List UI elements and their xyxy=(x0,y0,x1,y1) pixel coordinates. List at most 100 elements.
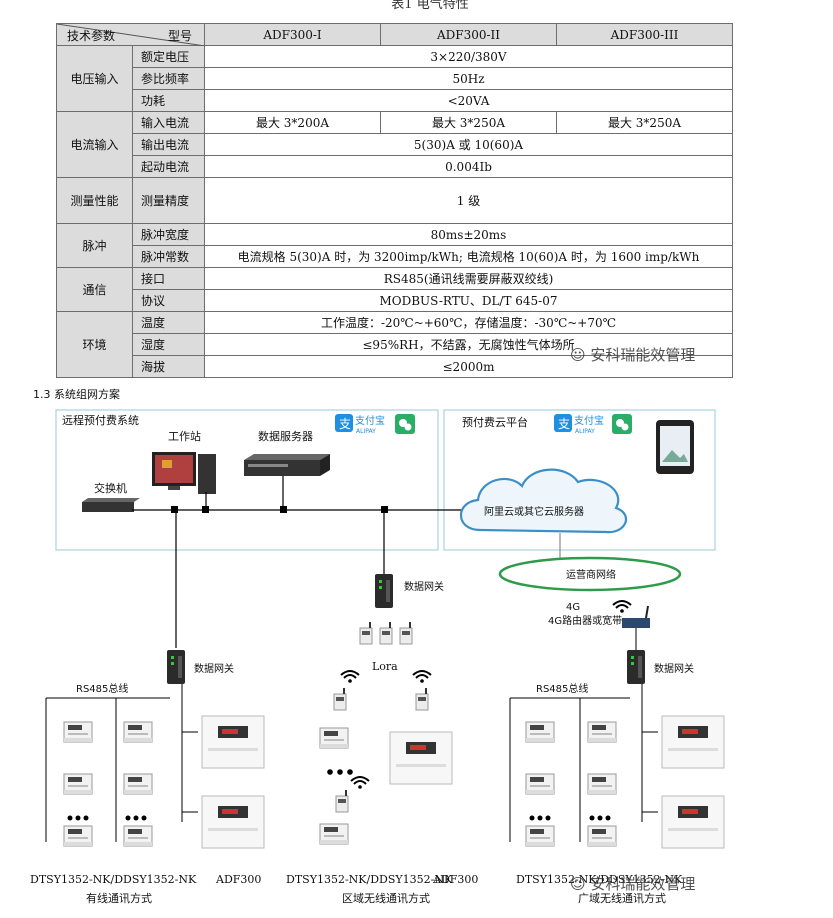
lora-module-icon xyxy=(399,621,413,645)
row-value: 3×220/380V xyxy=(204,45,733,68)
row-value: 80ms±20ms xyxy=(204,223,733,246)
group-env: 环境 xyxy=(56,311,133,378)
alipay-logo-icon-right: 支 支付宝 ALIPAY xyxy=(554,414,604,435)
server-icon xyxy=(244,454,330,476)
wechat-logo-icon: ☺ xyxy=(570,875,591,893)
adf300-meter-icon xyxy=(661,715,725,769)
row-value: <20VA xyxy=(204,89,733,112)
row-label: 湿度 xyxy=(132,333,205,356)
row-value: 电流规格 5(30)A 时，为 3200imp/kWh; 电流规格 10(60)… xyxy=(204,245,733,268)
row-label: 起动电流 xyxy=(132,155,205,178)
wide-meter-group xyxy=(525,721,617,847)
gateway-icon-left xyxy=(167,650,185,684)
operator-network-label: 运营商网络 xyxy=(566,568,616,581)
tablet-icon xyxy=(656,420,694,474)
adf300-meter-icon xyxy=(389,731,453,785)
row-label: 脉冲宽度 xyxy=(132,223,205,246)
switch-label: 交换机 xyxy=(94,481,127,495)
alipay-sub-right: ALIPAY xyxy=(575,428,595,435)
table-row: 参比频率 50Hz xyxy=(57,67,733,90)
cloud-platform-box xyxy=(443,409,716,551)
table-row: 湿度 ≤95%RH，不结露，无腐蚀性气体场所 xyxy=(57,333,733,356)
workstation-label: 工作站 xyxy=(168,429,201,443)
row-label: 温度 xyxy=(132,311,205,334)
table-row: 功耗 <20VA xyxy=(57,89,733,112)
table-row: 电流输入 输入电流 最大 3*200A 最大 3*250A 最大 3*250A xyxy=(56,111,733,178)
row-value: 0.004Ib xyxy=(204,155,733,178)
adf300-meter-icon xyxy=(201,795,265,849)
table-row: 测量性能 测量精度 1 级 xyxy=(56,177,733,224)
group-voltage: 电压输入 xyxy=(56,45,133,112)
wired-mode-label: 有线通讯方式 xyxy=(86,891,152,905)
table-row: 通信 接口 RS485(通讯线需要屏蔽双绞线) xyxy=(56,267,733,312)
adf300-meter-icon xyxy=(201,715,265,769)
wifi-icon xyxy=(340,670,360,684)
group-current: 电流输入 xyxy=(56,111,133,178)
cloud-label: 阿里云或其它云服务器 xyxy=(484,505,584,518)
wireless-meter xyxy=(319,727,349,749)
remote-prepaid-box xyxy=(55,409,439,551)
table-row: 脉冲 脉冲宽度 80ms±20ms xyxy=(56,223,733,268)
row-value: RS485(通讯线需要屏蔽双绞线) xyxy=(204,267,733,290)
meter-models-middle: DTSY1352-NK/DDSY1352-NK xyxy=(286,873,453,886)
lora-module-icon xyxy=(379,621,393,645)
adf300-label-middle: ADF300 xyxy=(432,873,478,886)
wifi-icon xyxy=(612,600,632,614)
watermark-top: ☺ 安科瑞能效管理 xyxy=(570,346,696,364)
workstation-icon xyxy=(152,452,216,494)
gateway-label-middle: 数据网关 xyxy=(404,580,444,593)
router-4g-label: 4G路由器或宽带 xyxy=(548,614,622,627)
spec-table: 技术参数 型号 ADF300-I ADF300-II ADF300-III 电压… xyxy=(56,23,733,378)
gateway-icon-right xyxy=(627,650,645,684)
gateway-label-right: 数据网关 xyxy=(654,662,694,675)
table-row: 起动电流 0.004Ib xyxy=(57,155,733,178)
gateway-label-left: 数据网关 xyxy=(194,662,234,675)
table-row: 环境 温度 工作温度：-20℃~+60℃，存储温度：-30℃~+70℃ xyxy=(56,311,733,378)
lora-label: Lora xyxy=(372,660,398,673)
operator-network-ellipse xyxy=(498,556,682,592)
row-value: ≤2000m xyxy=(204,355,733,378)
alipay-text-right: 支付宝 xyxy=(574,414,604,427)
wechat-pay-icon-right xyxy=(612,414,632,434)
row-value: 最大 3*250A xyxy=(556,111,733,134)
row-value: 最大 3*250A xyxy=(380,111,557,134)
header-model-3: ADF300-III xyxy=(556,23,733,46)
table-row: 海拔 ≤2000m xyxy=(57,355,733,378)
header-corner-cell: 技术参数 型号 xyxy=(56,23,206,46)
row-label: 脉冲常数 xyxy=(132,245,205,268)
adf300-meter-icon xyxy=(661,795,725,849)
top-caption-cut: 表1 电气特性 xyxy=(391,0,469,10)
row-label: 海拔 xyxy=(132,355,205,378)
header-model-1: ADF300-I xyxy=(204,23,381,46)
row-value: 1 级 xyxy=(204,177,733,224)
row-label: 测量精度 xyxy=(132,177,205,224)
row-label: 协议 xyxy=(132,289,205,312)
lora-module-icon xyxy=(359,621,373,645)
table-row: 脉冲常数 电流规格 5(30)A 时，为 3200imp/kWh; 电流规格 1… xyxy=(57,245,733,268)
table-row: 协议 MODBUS-RTU、DL/T 645-07 xyxy=(57,289,733,312)
row-value: MODBUS-RTU、DL/T 645-07 xyxy=(204,289,733,312)
table-row: 输出电流 5(30)A 或 10(60)A xyxy=(57,133,733,156)
row-label: 参比频率 xyxy=(132,67,205,90)
meter-models-right: DTSY1352-NK/DDSY1352-NK xyxy=(516,873,683,886)
switch-icon xyxy=(82,498,140,512)
alipay-sub: ALIPAY xyxy=(356,428,376,435)
row-value: 最大 3*200A xyxy=(204,111,381,134)
network-diagram: 远程预付费系统 预付费云平台 支 支付宝 ALIPAY 支 支付宝 ALIPAY… xyxy=(30,409,725,905)
alipay-logo-icon: 支 支付宝 ALIPAY xyxy=(335,414,385,435)
table-header-row: 技术参数 型号 ADF300-I ADF300-II ADF300-III xyxy=(56,23,733,46)
data-server-label: 数据服务器 xyxy=(258,429,313,443)
row-label: 额定电压 xyxy=(132,45,205,68)
watermark-bottom: ☺ 安科瑞能效管理 xyxy=(570,875,696,893)
rs485-label-left: RS485总线 xyxy=(76,682,128,695)
svg-text:支: 支 xyxy=(558,417,570,431)
row-label: 输入电流 xyxy=(132,111,205,134)
regional-mode-label: 区域无线通讯方式 xyxy=(342,891,430,905)
adf300-label-left: ADF300 xyxy=(215,873,261,886)
row-label: 功耗 xyxy=(132,89,205,112)
row-value: ≤95%RH，不结露，无腐蚀性气体场所 xyxy=(204,333,733,356)
header-model-label: 型号 xyxy=(167,29,192,43)
group-pulse: 脉冲 xyxy=(56,223,133,268)
group-comm: 通信 xyxy=(56,267,133,312)
svg-text:支: 支 xyxy=(339,417,351,431)
